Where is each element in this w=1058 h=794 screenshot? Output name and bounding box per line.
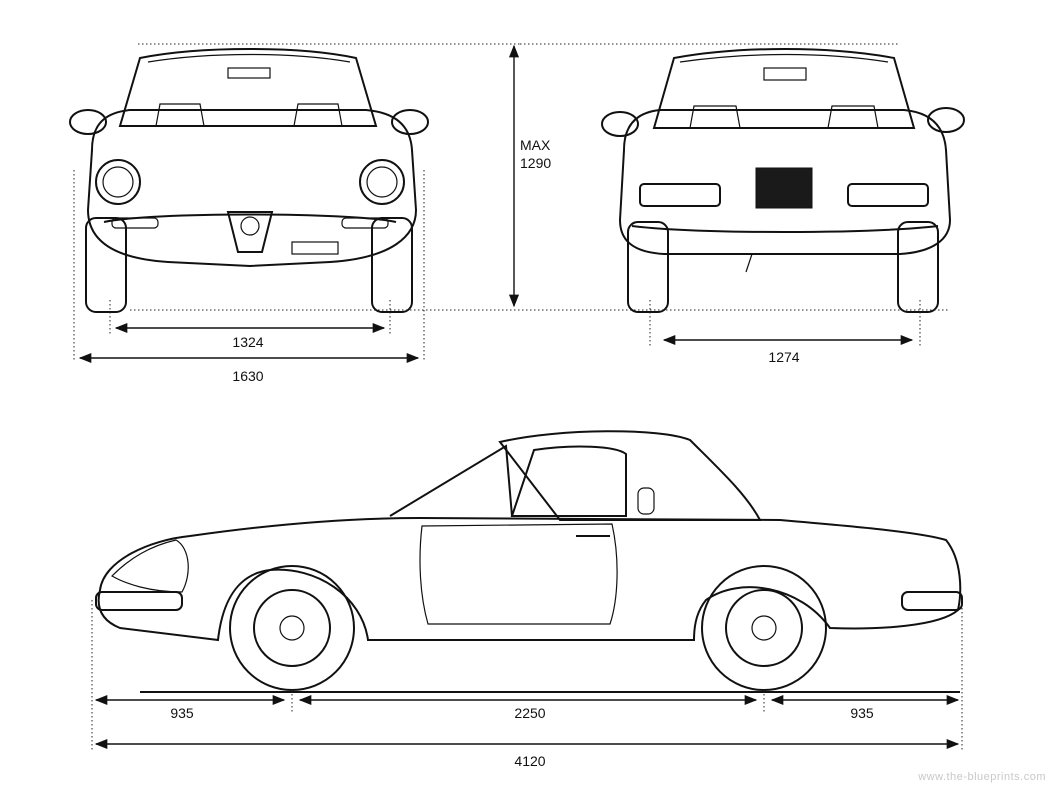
rear-left-taillight (639, 183, 721, 207)
front-width-label: 1630 (232, 368, 263, 384)
rear-overhang-label: 935 (850, 705, 874, 721)
rear-view (601, 48, 965, 313)
side-front-bumper (95, 591, 183, 611)
side-front-wheel (229, 565, 355, 691)
side-window (510, 445, 627, 517)
front-plate (291, 241, 339, 255)
rear-left-mirror (601, 111, 639, 137)
front-mirror (227, 67, 271, 79)
wheelbase-label: 2250 (514, 705, 545, 721)
rear-right-taillight (847, 183, 929, 207)
front-right-headlight (359, 159, 405, 205)
side-soft-top (498, 430, 762, 521)
front-right-mirror (391, 109, 429, 135)
front-right-tyre (371, 217, 413, 313)
overall-length-label: 4120 (514, 753, 545, 769)
front-view (69, 48, 429, 313)
side-rear-bumper (901, 591, 963, 611)
rear-body (618, 109, 952, 255)
rear-left-tyre (627, 221, 669, 313)
side-windshield (389, 444, 513, 517)
watermark: www.the-blueprints.com (917, 771, 1046, 783)
front-track-label: 1324 (232, 334, 263, 350)
front-body (86, 109, 418, 268)
height-label-max: MAX (520, 137, 551, 153)
rear-right-tyre (897, 221, 939, 313)
height-label-value: 1290 (520, 155, 551, 171)
front-windshield (118, 48, 378, 127)
dimension-lines (73, 43, 963, 752)
front-left-mirror (69, 109, 107, 135)
side-rear-wheel (701, 565, 827, 691)
rear-track-label: 1274 (768, 349, 799, 365)
rear-plate (755, 167, 813, 209)
side-body (97, 516, 962, 642)
front-overhang-label: 935 (170, 705, 194, 721)
rear-right-mirror (927, 107, 965, 133)
front-grille (226, 211, 274, 253)
front-left-headlight (95, 159, 141, 205)
side-door (419, 523, 618, 625)
front-bumper (103, 213, 397, 223)
front-left-tyre (85, 217, 127, 313)
rear-window (652, 48, 916, 129)
rear-bumper (631, 225, 939, 233)
side-view (95, 430, 963, 693)
